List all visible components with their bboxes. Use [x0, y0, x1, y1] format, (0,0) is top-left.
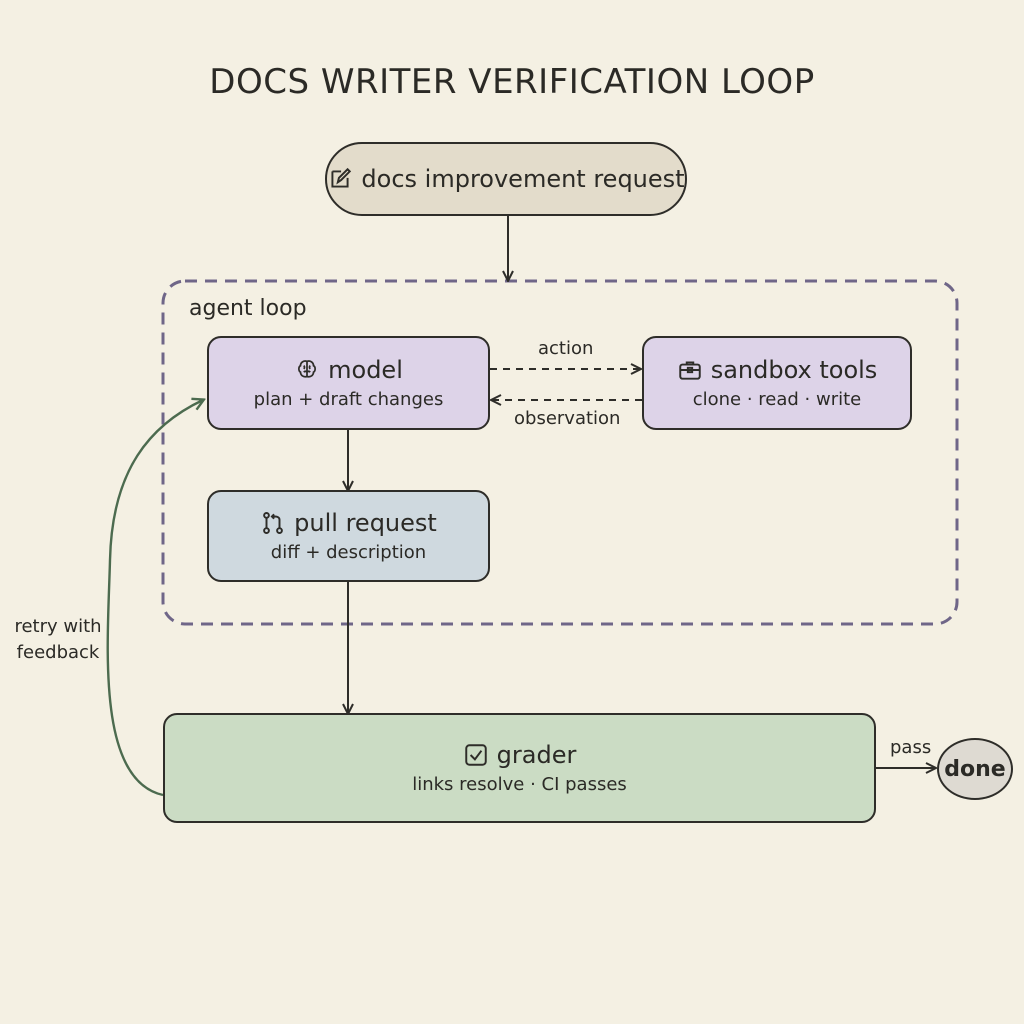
done-label: done — [944, 756, 1006, 782]
grader-node: grader links resolve · CI passes — [163, 713, 876, 823]
sandbox-tools-subtitle: clone · read · write — [692, 389, 862, 410]
agent-loop-container — [161, 279, 959, 626]
model-label: model — [328, 356, 403, 384]
model-subtitle: plan + draft changes — [253, 389, 444, 410]
arrow-retry — [106, 400, 203, 797]
pull-request-label: pull request — [294, 509, 437, 537]
agent-loop-label: agent loop — [189, 296, 307, 321]
checkbox-icon — [463, 742, 489, 768]
observation-label: observation — [514, 408, 621, 429]
request-node: docs improvement request — [325, 142, 687, 216]
grader-subtitle: links resolve · CI passes — [412, 774, 627, 795]
pass-label: pass — [890, 737, 932, 758]
brain-icon — [294, 357, 320, 383]
grader-label: grader — [496, 741, 577, 769]
git-pull-request-icon — [260, 510, 286, 536]
request-label: docs improvement request — [361, 165, 685, 193]
model-node: model plan + draft changes — [207, 336, 490, 430]
sandbox-tools-node: sandbox tools clone · read · write — [642, 336, 912, 430]
action-label: action — [538, 338, 594, 359]
done-node: done — [937, 738, 1013, 800]
retry-label: retry with feedback — [14, 616, 102, 663]
toolbox-icon — [677, 357, 703, 383]
pencil-icon — [327, 166, 353, 192]
pull-request-node: pull request diff + description — [207, 490, 490, 582]
sandbox-tools-label: sandbox tools — [710, 356, 878, 384]
diagram-title: DOCS WRITER VERIFICATION LOOP — [209, 62, 815, 102]
pull-request-subtitle: diff + description — [270, 542, 427, 563]
